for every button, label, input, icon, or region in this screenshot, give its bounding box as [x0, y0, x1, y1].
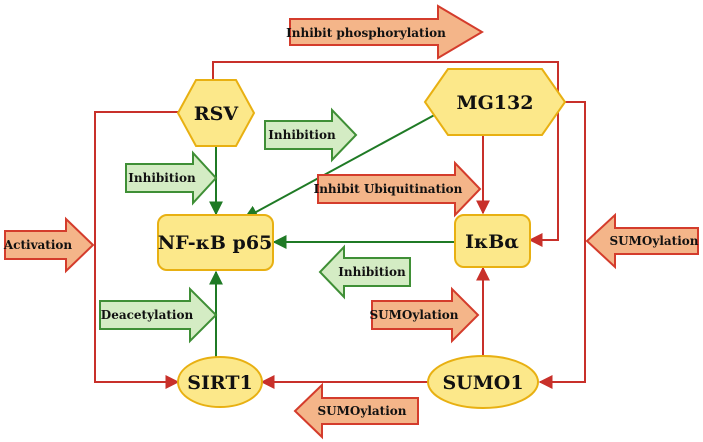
arrow-inhibit-ubiquitination: Inhibit Ubiquitination [314, 160, 482, 218]
line-mg132-to-sumo1 [538, 101, 586, 389]
label-sumoylation-bottom: SUMOylation [317, 404, 406, 418]
line-rsv-to-sirt1 [94, 111, 180, 389]
line-rsv-to-ikba [212, 61, 559, 247]
arrow-sumoylation-bottom: SUMOylation [293, 382, 419, 440]
arrow-activation: Activation [3, 216, 95, 274]
node-sumo1: SUMO1 [427, 355, 539, 409]
arrow-inhibition-top: Inhibition [264, 107, 358, 163]
node-rsv-label: RSV [194, 103, 240, 125]
label-activation: Activation [3, 238, 73, 252]
arrow-deacetylation: Deacetylation [99, 286, 218, 344]
node-mg132: MG132 [423, 68, 567, 136]
node-mg132-label: MG132 [457, 92, 534, 114]
node-sirt1-label: SIRT1 [187, 372, 252, 394]
arrow-inhibition-mid: Inhibition [318, 244, 411, 300]
line-mg132-to-nfkb [243, 111, 441, 219]
label-deacetylation: Deacetylation [101, 308, 194, 322]
label-sumoylation-mid: SUMOylation [369, 308, 458, 322]
node-sumo1-label: SUMO1 [442, 372, 523, 394]
arrow-sumoylation-mid: SUMOylation [369, 286, 480, 344]
node-sirt1: SIRT1 [177, 356, 263, 408]
arrow-inhibition-left: Inhibition [125, 150, 218, 206]
node-ikba-label: IκBα [465, 231, 519, 253]
label-inhibition-top: Inhibition [268, 128, 336, 142]
node-ikba: IκBα [454, 214, 531, 268]
node-nfkb-label: NF-κB p65 [158, 232, 273, 254]
label-inhibition-mid: Inhibition [338, 265, 406, 279]
node-nfkb: NF-κB p65 [157, 214, 274, 271]
node-rsv: RSV [176, 79, 256, 147]
label-inhibit-phosphorylation: Inhibit phosphorylation [286, 26, 446, 40]
arrow-inhibit-phosphorylation: Inhibit phosphorylation [286, 4, 484, 60]
label-inhibit-ubiquitination: Inhibit Ubiquitination [314, 182, 463, 196]
label-sumoylation-right: SUMOylation [609, 234, 698, 248]
label-inhibition-left: Inhibition [128, 171, 196, 185]
arrow-sumoylation-right: SUMOylation [585, 212, 699, 270]
